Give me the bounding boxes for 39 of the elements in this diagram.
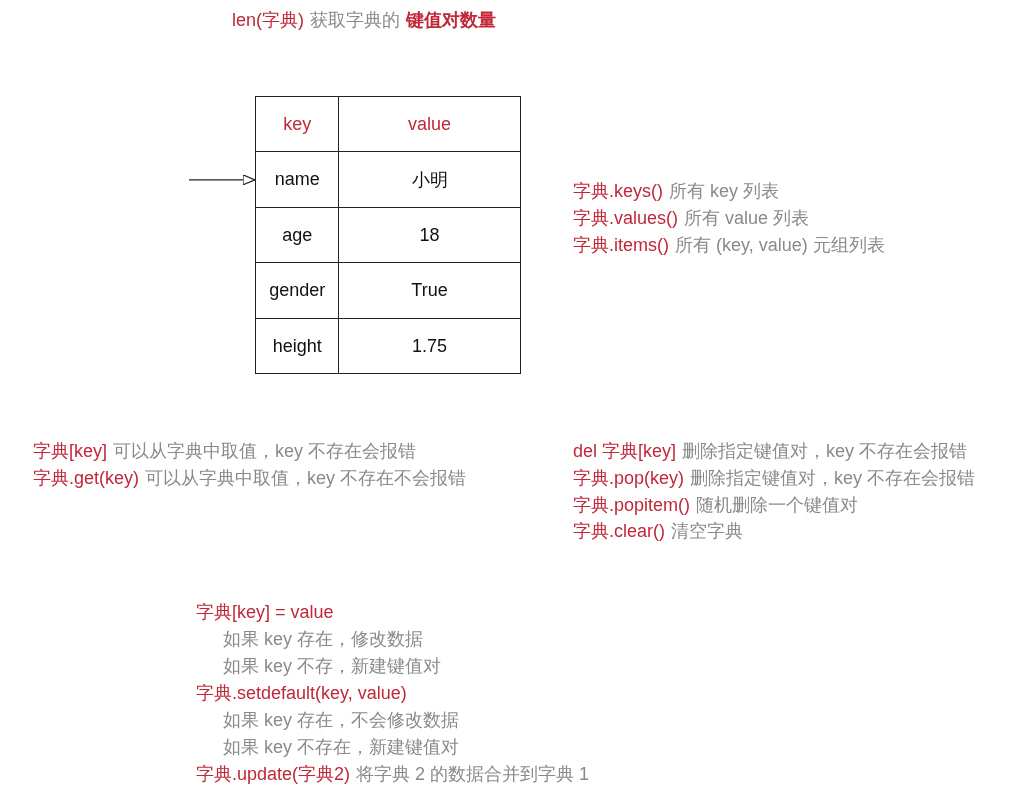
- note-text: 获取字典的: [310, 9, 400, 32]
- table-cell: 18: [338, 206, 521, 264]
- code-text: 字典.update(字典2): [196, 763, 351, 786]
- note-text: 如果 key 存在，不会修改数据: [223, 709, 459, 732]
- code-text: 字典.clear(): [573, 520, 665, 543]
- table-header-cell: key: [255, 96, 340, 153]
- code-text: 字典.get(key): [33, 467, 140, 490]
- code-text: 字典.setdefault(key, value): [196, 682, 407, 705]
- code-text: 键值对数量: [406, 9, 496, 32]
- table-cell: True: [338, 262, 521, 320]
- note-text: 如果 key 不存在，新建键值对: [223, 736, 459, 759]
- code-text: 字典.keys(): [573, 180, 663, 203]
- note-text: 如果 key 存在，修改数据: [223, 628, 423, 651]
- note-text: 可以从字典中取值，key 不存在会报错: [113, 440, 417, 463]
- table-cell: 小明: [338, 151, 521, 209]
- code-text: 字典.values(): [573, 207, 679, 230]
- note-text: 如果 key 不存，新建键值对: [223, 655, 441, 678]
- code-text: len(字典): [232, 9, 304, 32]
- note-text: 所有 key 列表: [669, 180, 779, 203]
- code-text: 字典.popitem(): [573, 494, 691, 517]
- table-cell: name: [255, 151, 340, 209]
- note-text: 所有 value 列表: [684, 207, 810, 230]
- table-cell: 1.75: [338, 317, 521, 375]
- arrow: [188, 174, 256, 186]
- code-text: 字典.pop(key): [573, 467, 685, 490]
- note-text: 删除指定键值对，key 不存在会报错: [690, 467, 976, 490]
- note-text: 可以从字典中取值，key 不存在不会报错: [145, 467, 467, 490]
- note-text: 将字典 2 的数据合并到字典 1: [356, 763, 590, 786]
- code-text: 字典.items(): [573, 234, 669, 257]
- note-text: 清空字典: [671, 520, 743, 543]
- table-header-cell: value: [338, 96, 521, 153]
- note-text: 所有 (key, value) 元组列表: [675, 234, 885, 257]
- table-cell: height: [255, 317, 340, 375]
- table-cell: gender: [255, 262, 340, 320]
- note-text: 随机删除一个键值对: [696, 494, 859, 517]
- code-text: del 字典[key]: [573, 440, 677, 463]
- note-text: 删除指定键值对，key 不存在会报错: [682, 440, 968, 463]
- code-text: 字典[key] = value: [196, 601, 334, 624]
- code-text: 字典[key]: [33, 440, 107, 463]
